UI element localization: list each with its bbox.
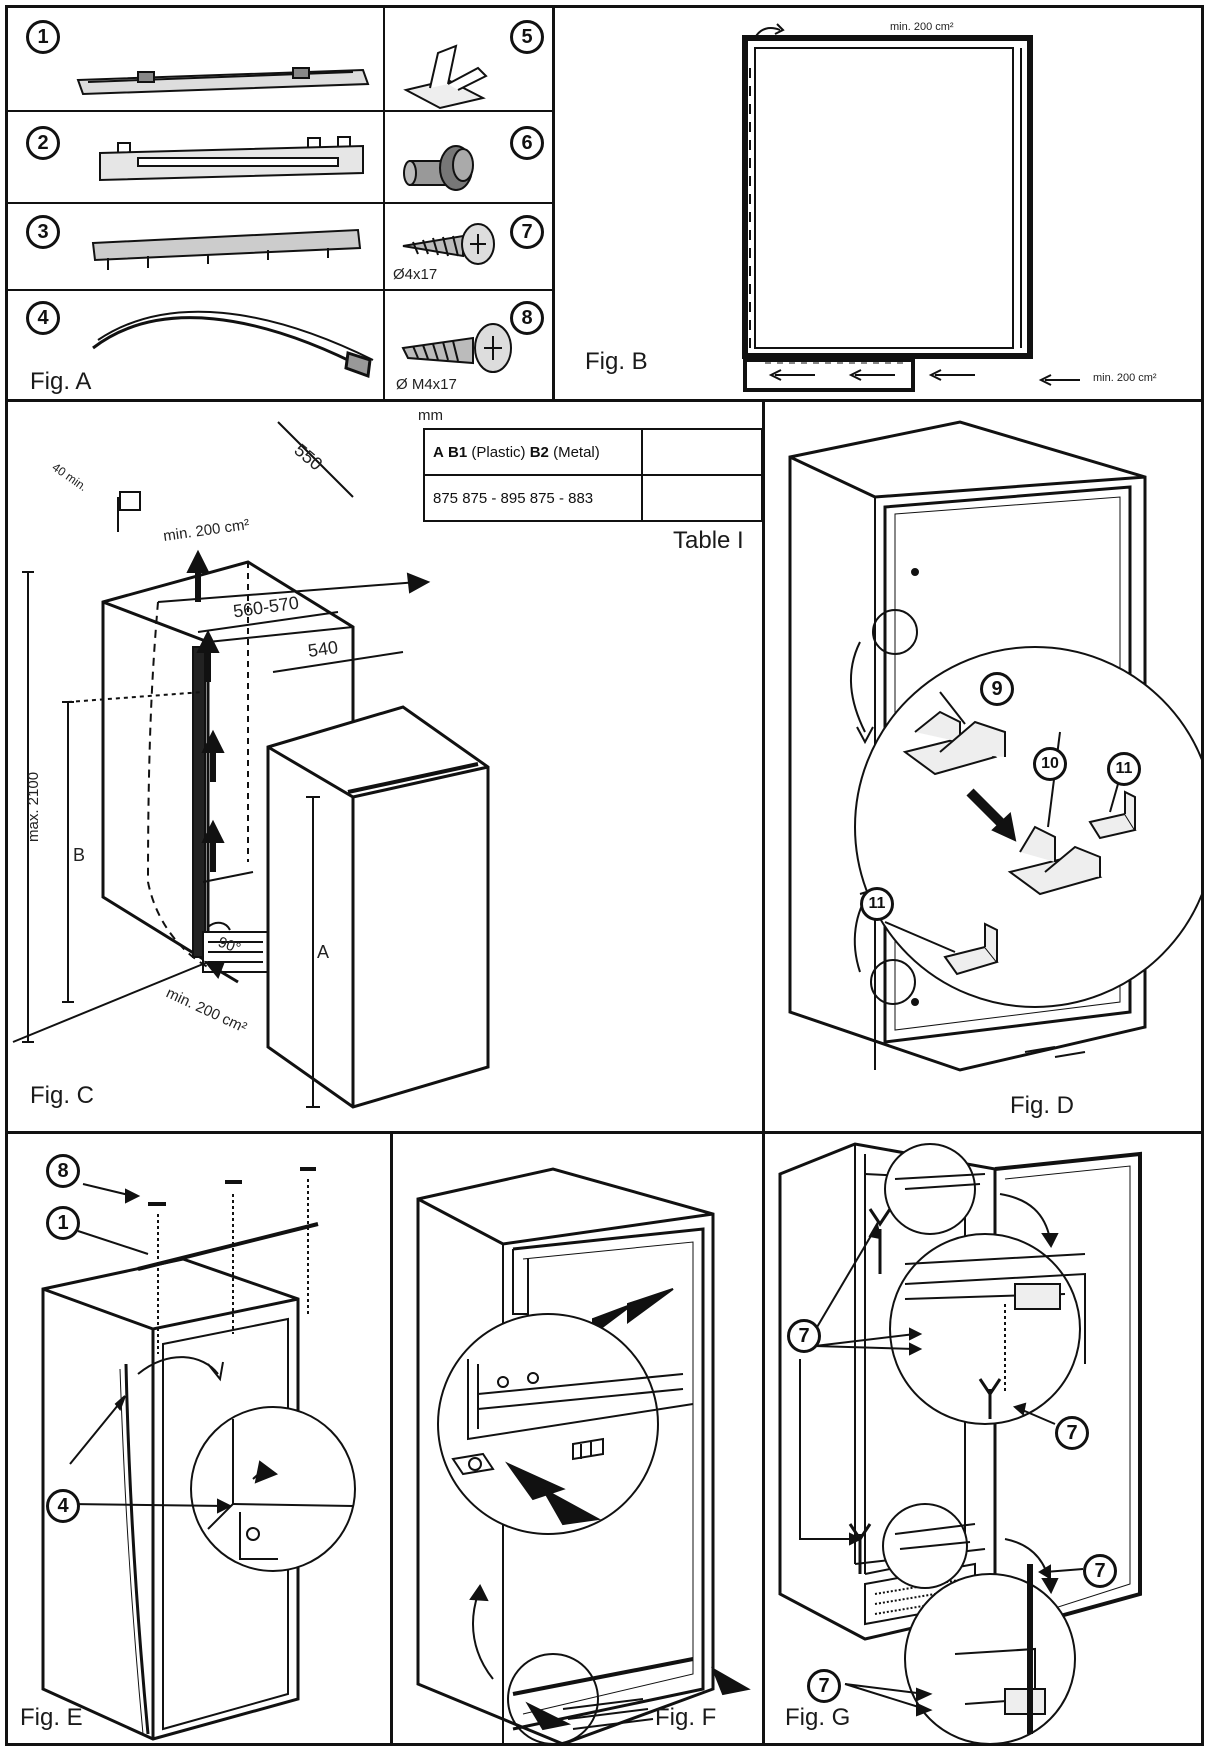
fig-d-caption: Fig. D — [1010, 1092, 1075, 1119]
fig-d-panel: 9 10 11 11 Fig. D — [762, 399, 1204, 1134]
fig-c-label-a: A — [317, 942, 330, 962]
fig-e-panel: 8 1 4 Fig. E — [5, 1131, 393, 1746]
fig-c-appliance-width: 540 — [306, 637, 340, 661]
part-3-number: 3 — [26, 215, 60, 249]
part-7-screw — [402, 223, 495, 265]
fig-e-drawing — [41, 1167, 356, 1741]
table-value-empty — [641, 474, 762, 522]
fig-g-part-7-callout-bottom-left: 7 — [807, 1669, 841, 1703]
fig-g-part-7-callout-top-right: 7 — [1055, 1416, 1089, 1450]
table-i: A B1 (Plastic) B2 (Metal) 875 875 - 895 … — [423, 428, 762, 522]
table-header-b1-note: (Plastic) — [471, 443, 526, 461]
part-1-rail — [76, 67, 370, 96]
fig-b-vent-bottom: min. 200 cm² — [1093, 372, 1157, 384]
fig-e-part-8-callout: 8 — [46, 1154, 80, 1188]
part-4-seal — [92, 310, 374, 379]
fig-c-caption: Fig. C — [30, 1082, 95, 1109]
part-6-bolt — [403, 145, 474, 191]
part-2-number: 2 — [26, 126, 60, 160]
part-9-callout: 9 — [980, 672, 1014, 706]
table-value-cell: 875 875 - 895 875 - 883 — [423, 474, 643, 522]
fig-f-panel: Fig. F — [390, 1131, 765, 1746]
fig-c-panel: max. 2100 B A 40 min. min. 200 cm² min. … — [5, 399, 765, 1134]
part-1-number: 1 — [26, 20, 60, 54]
part-4-number: 4 — [26, 301, 60, 335]
table-value-row: 875 875 - 895 875 - 883 — [423, 474, 762, 522]
fig-g-caption: Fig. G — [785, 1704, 851, 1731]
fig-f-caption: Fig. F — [655, 1704, 717, 1731]
fig-b-caption: Fig. B — [585, 348, 648, 375]
part-2-bracket — [99, 136, 364, 182]
fig-g-part-7-callout-top-left: 7 — [787, 1319, 821, 1353]
table-unit: mm — [418, 407, 443, 424]
fig-a-drawing — [8, 8, 552, 399]
table-caption: Table I — [673, 527, 744, 554]
fig-e-caption: Fig. E — [20, 1704, 83, 1731]
screw-8-size: Ø M4x17 — [396, 376, 457, 393]
fig-b-drawing — [742, 23, 1080, 392]
table-header-b2: B2 — [529, 443, 549, 461]
fig-c-max-height: max. 2100 — [25, 771, 42, 842]
fig-f-drawing — [416, 1167, 751, 1743]
table-header-cell: A B1 (Plastic) B2 (Metal) — [423, 428, 643, 476]
fig-g-panel: 7 7 7 7 Fig. G — [762, 1131, 1204, 1746]
fig-a-panel: 1 2 3 4 5 6 7 8 Ø4x17 Ø M4x17 Fig. A — [5, 5, 555, 402]
table-header-b2-note: (Metal) — [553, 443, 600, 461]
part-8-number: 8 — [510, 301, 544, 335]
fig-c-drawing — [12, 421, 490, 1109]
fig-b-panel: min. 200 cm² min. 200 cm² Fig. B — [552, 5, 1204, 402]
fig-e-part-4-callout: 4 — [46, 1489, 80, 1523]
fig-g-part-7-callout-bottom-right: 7 — [1083, 1554, 1117, 1588]
fig-a-caption: Fig. A — [30, 368, 92, 395]
part-8-screw — [401, 323, 512, 373]
table-header-row: A B1 (Plastic) B2 (Metal) — [423, 428, 762, 476]
fig-c-label-b: B — [73, 845, 86, 865]
table-header-b1: B1 — [448, 443, 468, 461]
part-7-number: 7 — [510, 215, 544, 249]
table-header-empty — [641, 428, 762, 476]
part-5-number: 5 — [510, 20, 544, 54]
part-6-number: 6 — [510, 126, 544, 160]
part-10-callout: 10 — [1033, 747, 1067, 781]
fig-e-part-1-callout: 1 — [46, 1206, 80, 1240]
screw-7-size: Ø4x17 — [393, 266, 438, 283]
part-5-clip — [403, 44, 488, 110]
fig-g-drawing — [778, 1142, 1142, 1743]
part-11-callout-left: 11 — [860, 887, 894, 921]
fig-b-vent-top: min. 200 cm² — [890, 21, 954, 33]
part-3-strip — [91, 228, 362, 270]
part-11-callout-right: 11 — [1107, 752, 1141, 786]
table-header-a: A — [433, 443, 444, 461]
